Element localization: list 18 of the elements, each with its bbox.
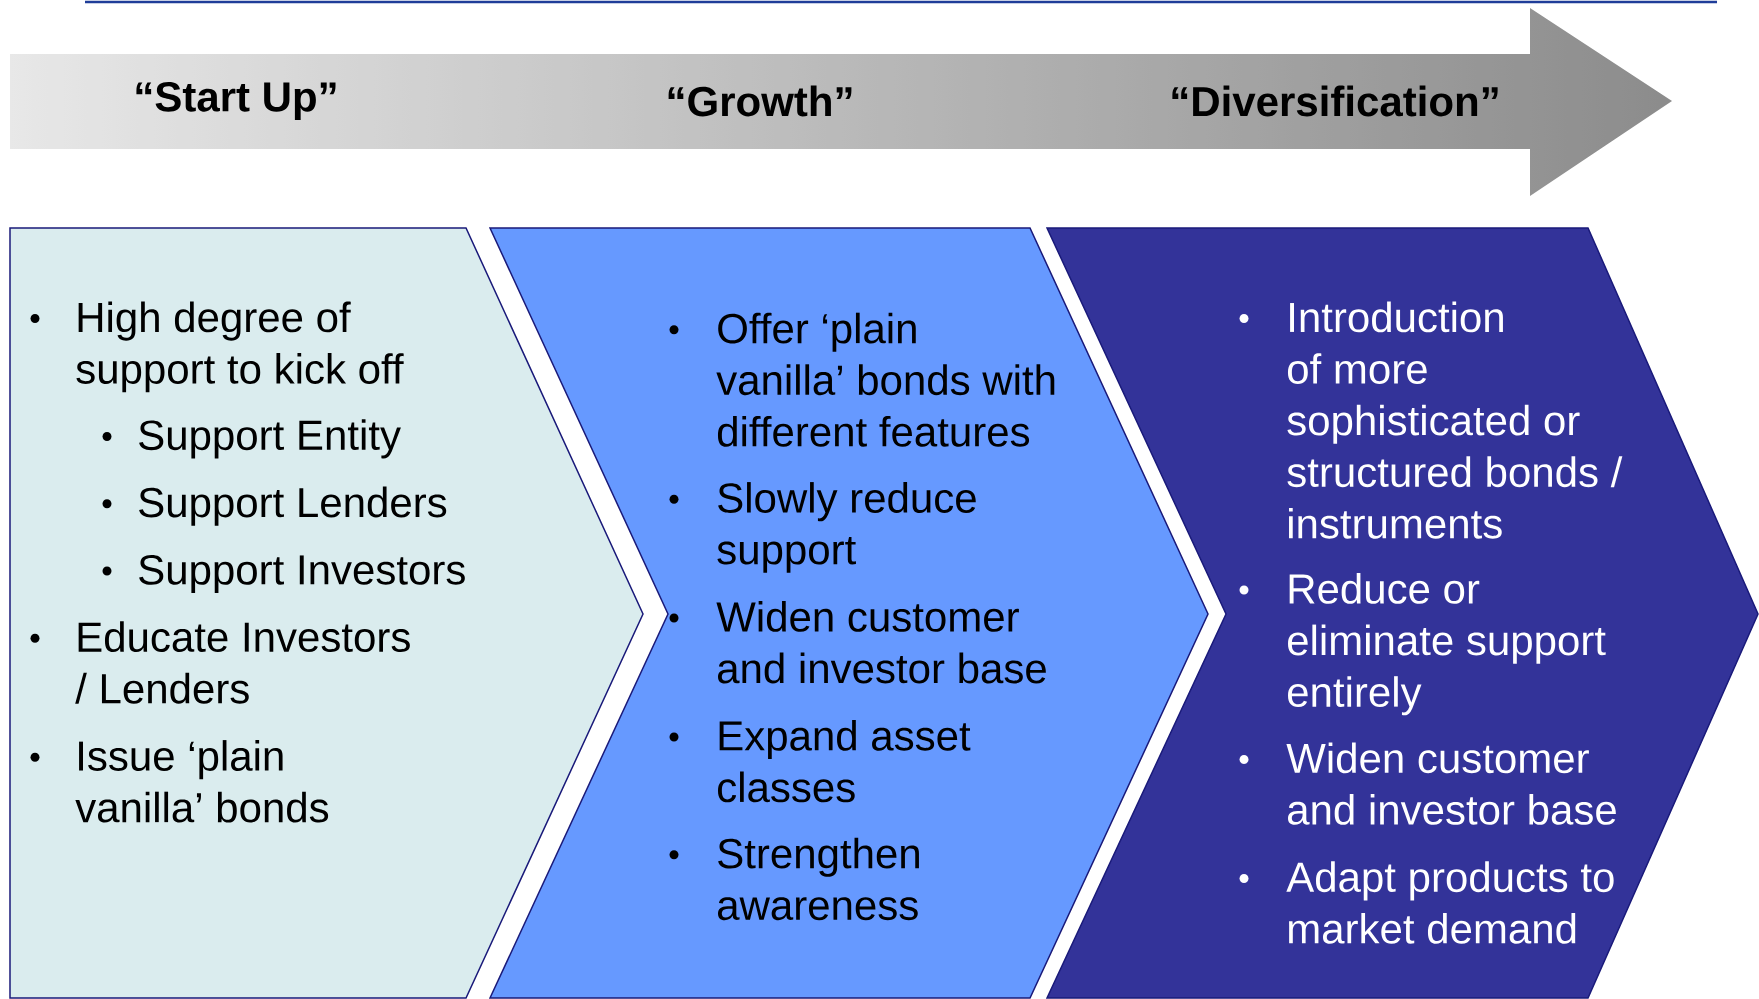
bullet-text: Strengthen awareness — [718, 837, 919, 921]
bullet-text: Adapt products to market demand — [1286, 861, 1614, 944]
bullet-text: Support Lenders — [139, 486, 447, 526]
bullet-text: High degree of support to kick off — [76, 301, 404, 393]
bullet-text: Widen customer and investor base — [1286, 742, 1616, 825]
bullet-text: Introduction of more sophisticated or structured bonds / instruments — [1287, 301, 1623, 539]
bullet-text: Slowly reduce support — [717, 482, 976, 573]
stage-label: “Start Up” — [136, 82, 336, 121]
bullet-text: Support Investors — [139, 555, 465, 594]
bullet-text: Issue ‘plain vanilla’ bonds — [75, 740, 329, 823]
stage-label: “Diversification” — [1172, 85, 1498, 117]
bullet-text: Expand asset classes — [718, 719, 971, 803]
bullet-text: Support Entity — [139, 419, 401, 459]
bullet-text: Offer ‘plain vanilla’ bonds with different features — [716, 312, 1055, 447]
bullet-text: Educate Investors / Lenders — [75, 621, 410, 704]
bullet-text: Widen customer and investor base — [716, 601, 1046, 684]
bullet-text: Reduce or eliminate support entirely — [1288, 573, 1606, 716]
stage-label: “Growth” — [668, 85, 852, 117]
